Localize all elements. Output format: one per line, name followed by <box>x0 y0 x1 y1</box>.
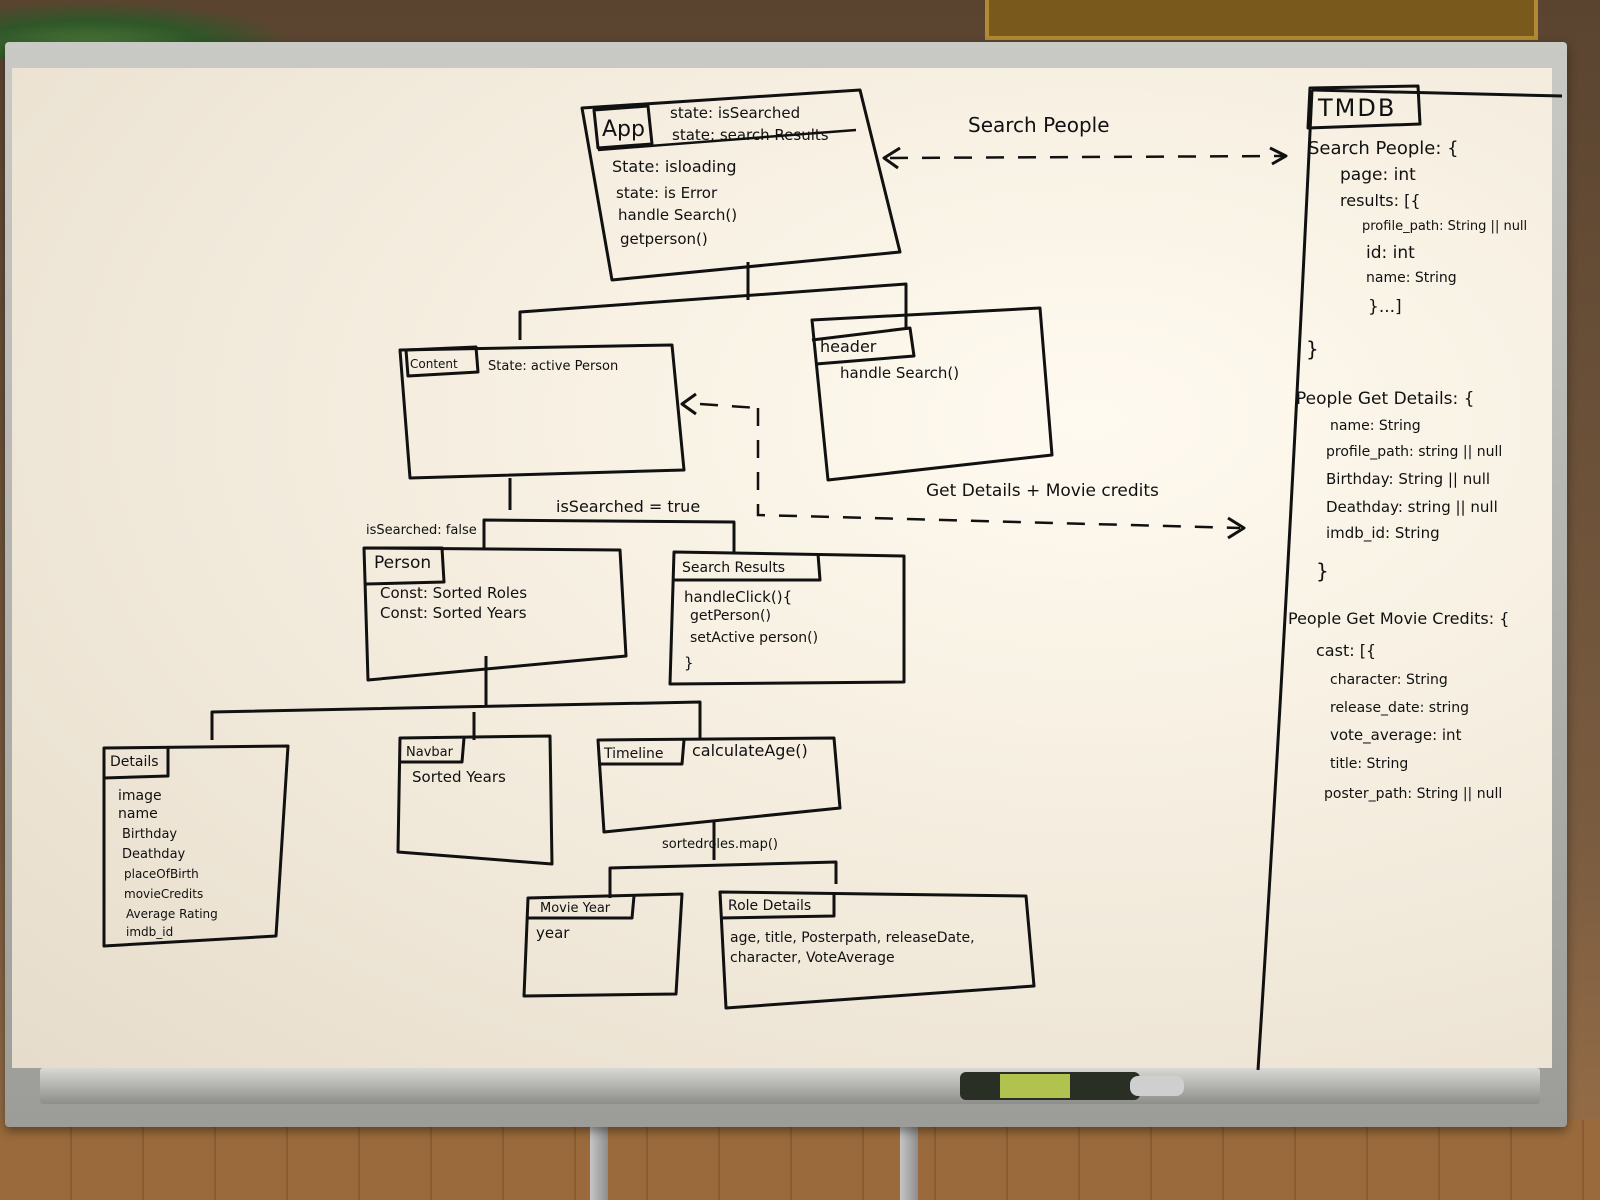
get-details-arrow-stub <box>699 402 759 410</box>
search-people-arrowhead-right <box>1269 146 1288 166</box>
tmdb-line-20: vote_average: int <box>1330 726 1462 745</box>
tmdb-line-5: id: int <box>1366 243 1415 263</box>
tmdb-line-14: imdb_id: String <box>1326 524 1440 543</box>
get-details-label: Get Details + Movie credits <box>926 481 1159 501</box>
tmdb-line-1: Search People: { <box>1308 138 1459 159</box>
content-component: Content State: active Person <box>398 343 686 480</box>
wood-floor <box>0 1120 1600 1200</box>
timeline-component: Timeline calculateAge() <box>596 736 842 834</box>
tmdb-line-15: } <box>1316 559 1329 583</box>
marker-pen <box>960 1068 1184 1104</box>
tmdb-divider-line <box>1256 89 1314 1071</box>
navbar-line-1: Sorted Years <box>412 768 506 786</box>
search-people-arrow <box>889 154 1286 160</box>
role-details-line-2: character, VoteAverage <box>730 950 895 966</box>
marker-tray <box>40 1068 1540 1104</box>
search-results-title: Search Results <box>682 560 785 576</box>
tmdb-line-17: cast: [{ <box>1316 641 1376 660</box>
details-line-5: placeOfBirth <box>124 867 199 881</box>
role-details-component: Role Details age, title, Posterpath, rel… <box>718 890 1036 1010</box>
content-title: Content <box>410 357 458 371</box>
get-details-arrowhead-right <box>1227 516 1246 540</box>
tmdb-panel: TMDB Search People: { page: int results:… <box>1256 84 1563 1071</box>
tmdb-line-19: release_date: string <box>1330 700 1469 716</box>
tmdb-title-box <box>1306 84 1422 130</box>
tmdb-line-22: poster_path: String || null <box>1324 786 1502 802</box>
header-title: header <box>820 337 877 356</box>
get-details-arrowhead-left <box>680 392 697 416</box>
movie-year-component: Movie Year year <box>522 892 684 998</box>
details-line-6: movieCredits <box>124 887 203 901</box>
person-line-1: Const: Sorted Roles <box>380 584 527 602</box>
header-method: handle Search() <box>840 364 959 382</box>
app-line-1: state: isSearched <box>670 104 800 122</box>
person-title: Person <box>374 553 431 573</box>
navbar-title: Navbar <box>406 745 454 760</box>
search-people-arrowhead-left <box>882 146 901 170</box>
timeline-method: calculateAge() <box>692 741 808 760</box>
search-results-line-1: handleClick(){ <box>684 588 792 606</box>
sorted-roles-map-label: sortedroles.map() <box>662 837 778 852</box>
header-component: header handle Search() <box>810 306 1054 482</box>
search-people-label: Search People <box>968 113 1110 137</box>
details-line-3: Birthday <box>122 827 177 842</box>
search-results-line-4: } <box>684 654 694 672</box>
search-results-component: Search Results handleClick(){ getPerson(… <box>668 550 906 686</box>
app-line-5: handle Search() <box>618 206 737 224</box>
easel-leg-left <box>590 1104 608 1200</box>
app-line-3: State: isloading <box>612 157 737 176</box>
tmdb-top-rule <box>1311 88 1563 98</box>
easel-leg-right <box>900 1104 918 1200</box>
details-line-8: imdb_id <box>126 925 173 939</box>
app-children-connector <box>518 262 908 340</box>
tmdb-line-11: profile_path: string || null <box>1326 444 1502 460</box>
content-state: State: active Person <box>488 359 618 374</box>
details-component: Details image name Birthday Deathday pla… <box>102 744 290 948</box>
tmdb-line-12: Birthday: String || null <box>1326 470 1490 488</box>
search-results-line-2: getPerson() <box>690 608 771 624</box>
content-children-connector <box>482 478 736 552</box>
tmdb-line-13: Deathday: string || null <box>1326 498 1498 516</box>
is-searched-false-label: isSearched: false <box>366 523 477 538</box>
tmdb-line-6: name: String <box>1366 270 1457 286</box>
details-line-2: name <box>118 806 158 822</box>
movie-year-line-1: year <box>536 924 570 942</box>
get-details-arrow <box>756 408 1241 530</box>
details-line-4: Deathday <box>122 847 186 862</box>
app-component: App state: isSearched state: search Resu… <box>580 88 902 282</box>
tmdb-line-16: People Get Movie Credits: { <box>1288 609 1509 628</box>
app-line-4: state: is Error <box>616 184 718 202</box>
timeline-title: Timeline <box>603 746 664 762</box>
person-line-2: Const: Sorted Years <box>380 604 527 622</box>
tmdb-line-2: page: int <box>1340 165 1416 185</box>
role-details-title: Role Details <box>728 898 811 914</box>
whiteboard-surface <box>12 68 1552 1068</box>
role-details-line-1: age, title, Posterpath, releaseDate, <box>730 930 975 946</box>
tmdb-line-18: character: String <box>1330 672 1448 688</box>
is-searched-true-label: isSearched = true <box>556 497 700 516</box>
details-line-7: Average Rating <box>126 907 218 921</box>
app-line-2: state: search Results <box>672 126 829 144</box>
tmdb-line-10: name: String <box>1330 418 1421 434</box>
tmdb-line-9: People Get Details: { <box>1296 389 1474 409</box>
tmdb-title: TMDB <box>1317 94 1396 122</box>
tmdb-line-21: title: String <box>1330 756 1408 772</box>
tmdb-line-8: } <box>1306 337 1319 361</box>
details-line-1: image <box>118 788 162 804</box>
timeline-children-connector <box>608 820 838 898</box>
tmdb-line-7: }...] <box>1368 297 1402 317</box>
tmdb-line-4: profile_path: String || null <box>1362 219 1527 234</box>
person-children-connector <box>210 656 702 740</box>
app-line-6: getperson() <box>620 230 708 248</box>
details-title: Details <box>110 754 159 770</box>
tmdb-line-3: results: [{ <box>1340 191 1421 210</box>
app-title: App <box>602 117 645 142</box>
search-results-line-3: setActive person() <box>690 630 818 646</box>
navbar-component: Navbar Sorted Years <box>396 734 554 866</box>
person-component: Person Const: Sorted Roles Const: Sorted… <box>362 546 628 682</box>
movie-year-title: Movie Year <box>540 901 611 916</box>
picture-frame <box>985 0 1538 40</box>
